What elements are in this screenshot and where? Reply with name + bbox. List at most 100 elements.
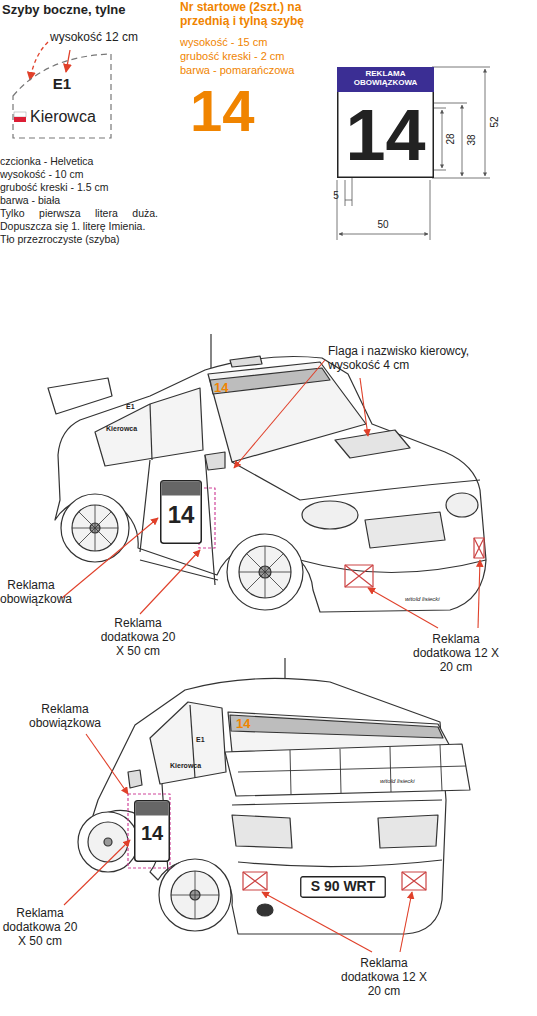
callout-leaders	[62, 518, 158, 598]
callout-leaders	[478, 560, 480, 628]
rally-car-rear-view	[232, 815, 292, 848]
callout-leaders	[368, 588, 438, 628]
dimension-value: 52	[488, 110, 502, 134]
window-name: Kierowca	[170, 762, 215, 770]
rally-car-front-view	[95, 388, 203, 466]
ad-strip	[136, 802, 169, 816]
rally-car-front-view	[48, 334, 486, 612]
rally-car-front-view	[345, 565, 373, 587]
start-number-sample: 14	[190, 82, 280, 140]
spec-note: barwa - pomarańczowa	[180, 64, 330, 77]
node-outline	[10, 52, 114, 140]
dimension-lines	[485, 69, 486, 176]
spec-note: grubość kreski - 2 cm	[180, 50, 330, 63]
dimension-lines	[345, 200, 352, 201]
window-sticker-sample: E1Kierowca	[10, 52, 114, 140]
dimension-lines	[432, 67, 490, 178]
spec-note: czcionka - Helvetica	[0, 155, 170, 167]
windshield-number: 14	[214, 380, 244, 395]
callout-leaders	[360, 378, 368, 436]
window-code: E1	[126, 403, 146, 411]
window-code: E1	[10, 76, 114, 93]
callout-label: Reklama dodatkowa 12 X 20 cm	[336, 956, 432, 998]
dimension-lines	[337, 180, 430, 240]
window-name: Kierowca	[106, 425, 151, 433]
spec-note: Tło przezroczyste (szyba)	[0, 233, 170, 245]
rally-car-rear-view	[225, 744, 470, 796]
rally-car-front-view	[140, 455, 218, 585]
flag-symbol	[14, 117, 26, 122]
rally-car-rear-view	[402, 872, 426, 890]
rally-car-front-view	[72, 505, 118, 551]
ad-strip	[162, 482, 201, 496]
plate-outline	[301, 877, 386, 898]
signature: witold lisiecki	[380, 778, 450, 785]
window-name: Kierowca	[30, 108, 96, 126]
rally-car-rear-view	[88, 822, 128, 862]
signature: witold lisiecki	[405, 596, 475, 603]
callout-label: Reklama dodatkowa 20 X 50 cm	[0, 906, 80, 948]
panel-header: REKLAMA OBOWIĄZKOWA	[337, 67, 434, 92]
height-leader	[30, 42, 70, 80]
dimension-note: wysokość 12 cm	[50, 30, 170, 44]
callout-leaders	[64, 840, 130, 905]
rally-car-front-view	[335, 430, 410, 458]
door-number-plate: 14	[160, 480, 202, 544]
rally-car-front-view	[345, 565, 373, 587]
rally-car-rear-view	[378, 815, 438, 848]
rally-car-rear-view	[238, 745, 466, 794]
rally-car-front-view	[205, 452, 225, 470]
start-number: 14	[160, 502, 202, 528]
plate-outline	[161, 481, 202, 544]
start-number: 14	[337, 99, 434, 171]
callout-leaders	[262, 892, 372, 952]
callout-leaders	[140, 550, 200, 614]
rally-car-rear-view	[232, 800, 442, 805]
rear-window-number: 14	[236, 716, 266, 731]
mandatory-ad-panel: REKLAMA OBOWIĄZKOWA 14	[337, 67, 434, 178]
rally-car-rear-view	[243, 872, 267, 890]
dimension-value: 28	[444, 127, 458, 151]
rally-car-front-view	[474, 538, 484, 558]
spec-note: barwa - biała	[0, 194, 170, 206]
plate-outline	[135, 801, 170, 862]
rally-car-rear-view	[78, 812, 138, 872]
spec-note: wysokość - 15 cm	[180, 36, 330, 49]
rally-car-rear-view	[402, 872, 426, 890]
rally-car-rear-view	[230, 715, 443, 738]
rally-car-rear-view	[150, 702, 226, 784]
callout-leaders	[234, 360, 325, 468]
rally-car-rear-view	[171, 871, 219, 919]
rally-car-front-view	[150, 404, 152, 460]
rally-car-front-view	[230, 356, 262, 367]
window-code: E1	[196, 736, 216, 744]
panel-outline	[338, 68, 434, 178]
rally-car-front-view	[232, 462, 480, 500]
callout-leaders	[86, 734, 128, 794]
rally-car-rear-view	[171, 871, 219, 919]
spec-note: Tylko pierwsza litera duża. Dopuszcza si…	[0, 207, 158, 232]
spec-note: wysokość - 10 cm	[0, 168, 170, 180]
rally-car-rear-view	[238, 860, 442, 867]
rally-car-rear-view	[78, 658, 470, 934]
flag-symbol	[14, 112, 26, 117]
start-number: 14	[134, 822, 170, 844]
callout-leaders	[400, 892, 412, 952]
number-heading: Nr startowe (2szt.) na przednią i tylną …	[180, 0, 342, 28]
dimension-value: 5	[329, 190, 343, 202]
rally-car-front-view	[210, 334, 211, 368]
dimension-lines	[339, 234, 428, 235]
callout-label: Reklama dodatkowa 12 X 20 cm	[408, 632, 504, 674]
rally-car-front-view	[365, 512, 445, 548]
plate-number: S 90 WRT	[300, 879, 386, 894]
dimension-value: 38	[465, 128, 479, 152]
callout-label: Reklama obowiązkowa	[24, 702, 106, 730]
rally-car-rear-view	[128, 794, 170, 868]
rally-car-rear-view	[243, 872, 267, 890]
rally-car-front-view	[474, 538, 484, 558]
rally-car-rear-view	[257, 904, 273, 916]
rally-car-front-view	[446, 493, 478, 517]
rally-car-front-view	[55, 357, 486, 613]
rally-car-front-view	[300, 560, 486, 573]
